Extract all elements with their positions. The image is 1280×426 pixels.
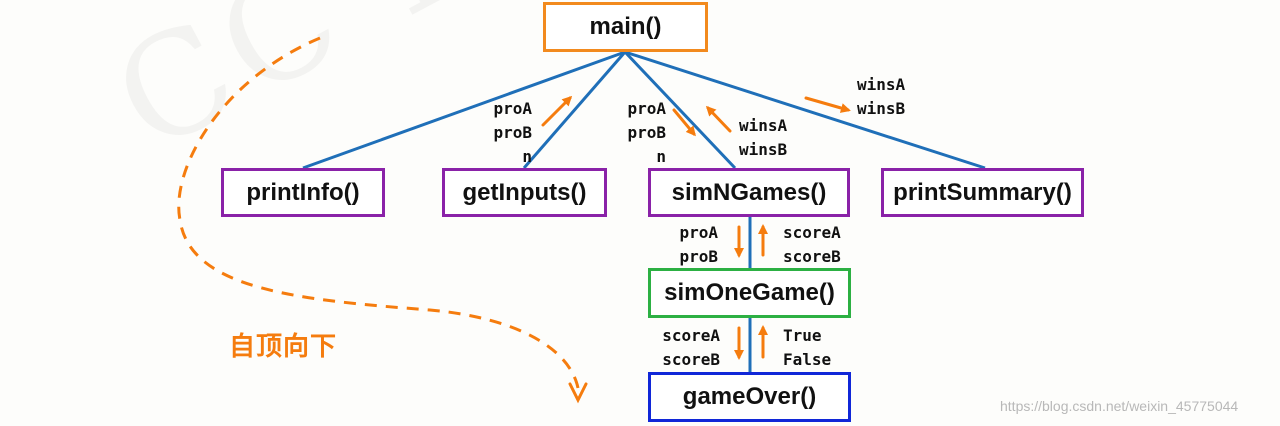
node-simonegame: simOneGame() (648, 268, 851, 318)
edge-main-simngames (623, 50, 737, 170)
label-simngames-params: proA proB n (627, 99, 666, 166)
edge-main-getinputs (522, 51, 627, 169)
edge-main-printinfo (302, 50, 626, 170)
label-getinputs-return: proA proB n (493, 99, 532, 166)
node-simngames: simNGames() (648, 168, 850, 217)
edge-main-printsummary (624, 50, 986, 170)
topdown-caption: 自顶向下 (229, 332, 338, 362)
label-simonegame-params: proA proB (679, 223, 718, 266)
label-simngames-return: winsA winsB (739, 116, 788, 159)
node-printsummary: printSummary() (881, 168, 1084, 217)
node-printinfo: printInfo() (221, 168, 385, 217)
node-main: main() (543, 2, 708, 52)
node-getinputs: getInputs() (442, 168, 607, 217)
label-simonegame-return: scoreA scoreB (783, 223, 841, 266)
node-gameover: gameOver() (648, 372, 851, 422)
arrow-printsummary-params (804, 96, 851, 113)
arrow-simngames-params (672, 108, 696, 137)
source-url-watermark: https://blog.csdn.net/weixin_45775044 (1000, 398, 1239, 414)
label-gameover-params: scoreA scoreB (662, 326, 720, 369)
label-printsummary-params: winsA winsB (857, 75, 906, 118)
topdown-arrowhead (568, 382, 588, 404)
arrow-simngames-return (705, 105, 732, 133)
arrow-getinputs-return (541, 95, 573, 127)
label-gameover-return: True False (783, 326, 832, 369)
